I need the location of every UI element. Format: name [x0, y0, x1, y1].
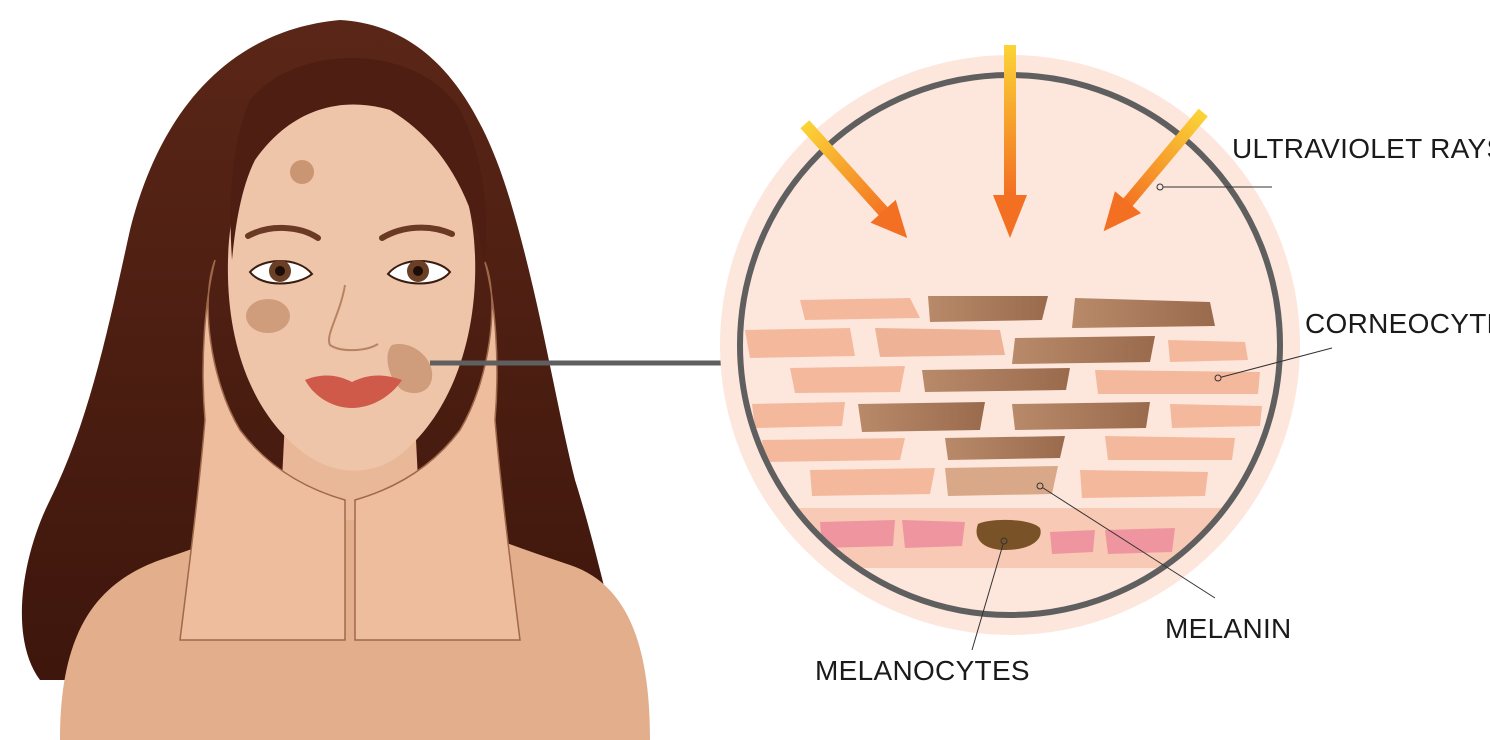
- corneocyte-pigmented: [922, 368, 1070, 392]
- label-melanocytes: MELANOCYTES: [815, 655, 1030, 686]
- corneocyte-pigmented: [945, 436, 1065, 460]
- corneocyte-pigmented: [858, 402, 985, 432]
- corneocyte-pigmented: [945, 466, 1058, 496]
- label-ultraviolet-rays: ULTRAVIOLET RAYS: [1232, 133, 1490, 164]
- corneocyte: [1105, 436, 1235, 460]
- corneocyte: [762, 438, 905, 462]
- cheek-spot: [246, 299, 290, 333]
- corneocyte: [752, 402, 845, 428]
- corneocyte: [745, 328, 855, 358]
- label-corneocytes: CORNEOCYTES: [1305, 308, 1490, 339]
- melanocyte: [902, 520, 965, 548]
- corneocyte: [1168, 340, 1248, 362]
- woman-illustration: [22, 20, 650, 740]
- corneocyte-pigmented: [928, 296, 1048, 322]
- corneocyte: [790, 366, 905, 393]
- corneocyte-pigmented: [1012, 402, 1150, 430]
- label-melanin: MELANIN: [1165, 613, 1292, 644]
- corneocyte: [875, 328, 1005, 357]
- corneocyte: [1080, 470, 1208, 498]
- forehead-spot: [290, 160, 314, 184]
- corneocyte: [810, 468, 935, 496]
- corneocyte-pigmented: [1072, 298, 1215, 328]
- corneocyte-pigmented: [1012, 336, 1155, 364]
- corneocyte: [1170, 404, 1262, 428]
- melanocyte: [1050, 530, 1095, 554]
- corneocyte: [800, 298, 920, 320]
